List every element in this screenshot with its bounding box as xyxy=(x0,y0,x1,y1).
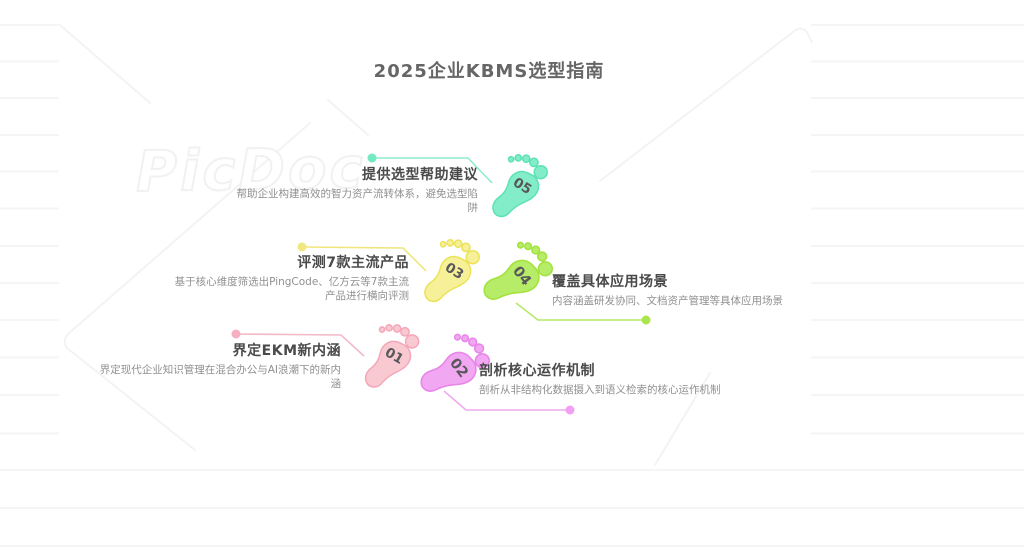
step-desc-04: 内容涵盖研发协同、文档资产管理等具体应用场景 xyxy=(552,295,783,307)
ruled-lines-right xyxy=(811,24,1024,435)
footprint-04: 04 xyxy=(472,233,559,315)
step-text-05: 提供选型帮助建议 帮助企业构建高效的智力资产流转体系，避免选型陷阱 xyxy=(234,167,479,215)
step-text-01: 界定EKM新内涵 界定现代企业知识管理在混合办公与AI浪潮下的新内涵 xyxy=(97,343,341,391)
step-title-04: 覆盖具体应用场景 xyxy=(552,274,668,290)
connector-dot-step-03 xyxy=(297,242,307,252)
step-title-05: 提供选型帮助建议 xyxy=(362,167,478,183)
connector-dot-step-02 xyxy=(565,405,575,415)
footprint-03: 03 xyxy=(411,230,485,313)
page-title: 2025企业KBMS选型指南 xyxy=(373,61,605,82)
footprint-05: 05 xyxy=(479,145,553,228)
step-desc-03: 基于核心维度筛选出PingCode、亿方云等7款主流产品进行横向评测 xyxy=(174,276,409,302)
step-text-03: 评测7款主流产品 基于核心维度筛选出PingCode、亿方云等7款主流产品进行横… xyxy=(165,255,409,303)
step-desc-05: 帮助企业构建高效的智力资产流转体系，避免选型陷阱 xyxy=(236,188,479,214)
step-desc-01: 界定现代企业知识管理在混合办公与AI浪潮下的新内涵 xyxy=(99,364,341,390)
step-title-03: 评测7款主流产品 xyxy=(297,255,409,271)
ruled-lines-bottom xyxy=(0,469,1024,547)
footprint-02: 02 xyxy=(409,325,496,407)
connector-dot-step-01 xyxy=(231,329,241,339)
step-text-04: 覆盖具体应用场景 内容涵盖研发协同、文档资产管理等具体应用场景 xyxy=(552,274,852,308)
footprint-01: 01 xyxy=(351,315,424,398)
connector-dot-step-04 xyxy=(641,315,651,325)
step-text-02: 剖析核心运作机制 剖析从非结构化数据摄入到语义检索的核心运作机制 xyxy=(479,363,779,397)
connector-dot-step-05 xyxy=(367,153,377,163)
step-desc-02: 剖析从非结构化数据摄入到语义检索的核心运作机制 xyxy=(479,384,721,396)
step-title-01: 界定EKM新内涵 xyxy=(232,343,341,359)
ruled-lines-left xyxy=(0,24,59,435)
step-title-02: 剖析核心运作机制 xyxy=(479,363,595,379)
